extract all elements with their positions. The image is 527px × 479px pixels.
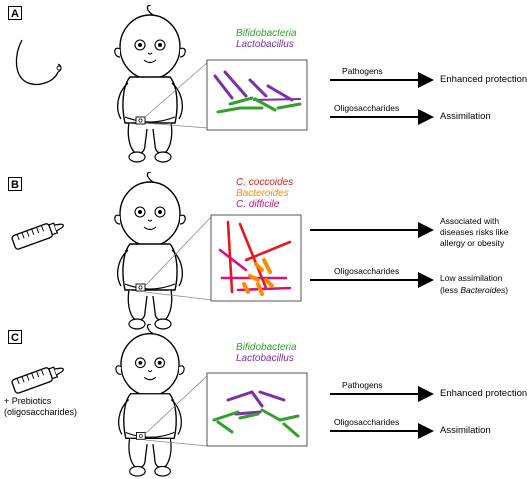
c-coccoides-label: C. coccoides [236,177,294,188]
bacteroides-label: Bacteroides [236,188,289,199]
breast-icon [15,39,62,86]
bifidobacteria-label: Bifidobacteria [236,28,297,39]
bacteria-rods [213,70,302,114]
outcome-low-assimilation-line2: (less Bacteroides) [440,285,508,296]
zoom-line [144,61,209,118]
panel-a-art [15,5,434,163]
bifidobacteria-label: Bifidobacteria [236,342,297,353]
panel-letter: C [8,330,22,344]
lactobacillus-label: Lactobacillus [236,353,294,364]
microbiota-zoom-box [210,214,302,302]
outcome-assimilation: Assimilation [440,111,491,122]
lactobacillus-label: Lactobacillus [236,39,294,50]
bottle-icon [10,362,67,394]
microbiota-zoom-box [206,59,308,131]
zoom-line [144,215,213,287]
oligosaccharides-label: Oligosaccharides [334,103,400,113]
zoom-line [144,439,209,447]
outcome-enhanced-protection: Enhanced protection [440,74,527,85]
prebiotics-label-line2: (oligosaccharides) [4,407,78,417]
outcome-enhanced-protection: Enhanced protection [440,388,527,399]
baby-icon [115,324,185,477]
panel-c-art [10,324,434,477]
outcome-disease-risk-line1: Associated with [440,216,500,226]
outcome-disease-risk-line3: allergy or obesity [440,238,505,248]
prebiotics-label-line1: + Prebiotics [4,396,52,406]
c-difficile-label: C. difficile [236,199,280,210]
bacteria-rods [218,220,292,296]
pathogens-label: Pathogens [342,380,383,390]
panel-letter: B [8,177,22,191]
baby-icon [114,172,186,330]
oligosaccharides-label: Oligosaccharides [334,266,400,276]
panel-a: A Bifidobacteria [0,0,527,163]
outcome-bacteroides: Bacteroides [460,285,506,295]
baby-icon [114,5,186,163]
bacteria-rods [212,390,300,438]
panel-b: B C. coccoides Bacteroides C. difficile … [0,160,527,330]
oligosaccharides-label: Oligosaccharides [334,417,400,427]
panel-letter: A [8,6,22,20]
outcome-prefix: (less [440,285,461,295]
outcome-suffix: ) [505,285,509,295]
outcome-disease-risk-line2: diseases risks like [440,227,509,237]
pathogens-label: Pathogens [342,66,383,76]
bottle-icon [10,218,67,250]
outcome-assimilation: Assimilation [440,425,491,436]
zoom-line [144,291,213,301]
panel-b-art [10,172,434,330]
zoom-line [144,374,209,435]
microbiota-zoom-box [206,372,308,447]
panel-c: C + Prebiotics (oligosaccharides) Bifido… [0,320,527,479]
outcome-low-assimilation-line1: Low assimilation [440,273,503,283]
zoom-line [144,122,209,129]
